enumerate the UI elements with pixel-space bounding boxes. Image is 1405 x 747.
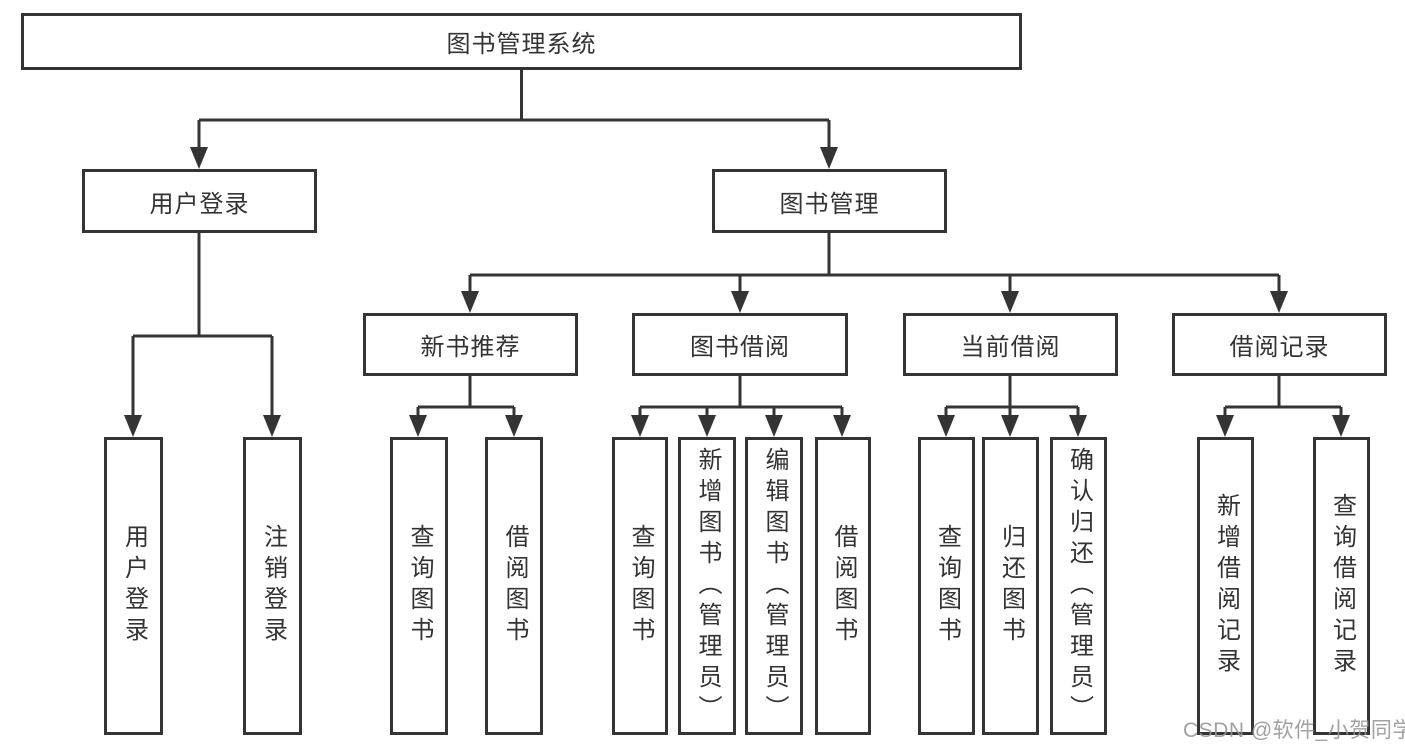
- arrowhead-rec-query-books: [409, 415, 427, 437]
- leaf-logout: 注销登录: [243, 437, 302, 735]
- leaf-br-query-borrow-record: 查询借阅记录: [1313, 437, 1370, 735]
- leaf-rec-borrow-books: 借阅图书: [485, 437, 543, 735]
- node-book-management: 图书管理: [712, 169, 947, 233]
- node-borrowing-records: 借阅记录: [1172, 313, 1387, 376]
- arrowhead-leaf-logout: [263, 415, 281, 437]
- connector-current-borrowing-children: [944, 376, 1080, 419]
- arrowhead-br-add-record: [1216, 415, 1234, 437]
- arrowhead-new-book-recommend: [461, 291, 479, 313]
- csdn-watermark: CSDN @软件_小贺同学: [1183, 719, 1405, 742]
- leaf-bb-borrow-books: 借阅图书: [815, 437, 871, 735]
- connector-book-borrowing-children: [638, 376, 844, 419]
- leaf-br-add-borrow-record: 新增借阅记录: [1197, 437, 1254, 735]
- arrowhead-user-login: [190, 147, 208, 169]
- leaf-rec-query-books: 查询图书: [390, 437, 448, 735]
- leaf-user-login: 用户登录: [104, 437, 163, 735]
- node-current-borrowing: 当前借阅: [903, 313, 1118, 376]
- arrowhead-cb-return-books: [1001, 415, 1019, 437]
- arrowhead-borrowing-records: [1270, 291, 1288, 313]
- arrowhead-current-borrowing: [1001, 291, 1019, 313]
- arrowhead-bb-query-books: [631, 415, 649, 437]
- connector-borrowing-records-children: [1223, 376, 1343, 419]
- connector-new-book-recommend-children: [416, 376, 516, 419]
- connector-user-login-children: [131, 233, 274, 418]
- leaf-cb-query-books: 查询图书: [918, 437, 975, 735]
- node-user-login: 用户登录: [82, 169, 317, 233]
- arrowhead-book-management: [820, 147, 838, 169]
- arrowhead-br-query-record: [1332, 415, 1350, 437]
- arrowhead-book-borrowing: [731, 291, 749, 313]
- arrowhead-bb-add-books: [698, 415, 716, 437]
- arrowhead-rec-borrow-books: [505, 415, 523, 437]
- connector-root-to-level2: [197, 69, 831, 150]
- leaf-bb-edit-books-admin: 编辑图书（管理员）: [745, 437, 803, 735]
- arrowhead-leaf-user-login: [124, 415, 142, 437]
- arrowhead-cb-query-books: [937, 415, 955, 437]
- connector-book-management-children: [468, 233, 1281, 294]
- node-book-borrowing: 图书借阅: [632, 313, 848, 376]
- leaf-bb-query-books: 查询图书: [612, 437, 668, 735]
- leaf-cb-confirm-return-admin: 确认归还（管理员）: [1050, 437, 1107, 735]
- node-new-book-recommend: 新书推荐: [363, 313, 578, 376]
- leaf-bb-add-books-admin: 新增图书（管理员）: [678, 437, 736, 735]
- leaf-cb-return-books: 归还图书: [982, 437, 1039, 735]
- arrowhead-bb-borrow-books: [833, 415, 851, 437]
- node-root-library-management-system: 图书管理系统: [21, 13, 1022, 70]
- arrowhead-bb-edit-books: [765, 415, 783, 437]
- arrowhead-cb-confirm-return: [1069, 415, 1087, 437]
